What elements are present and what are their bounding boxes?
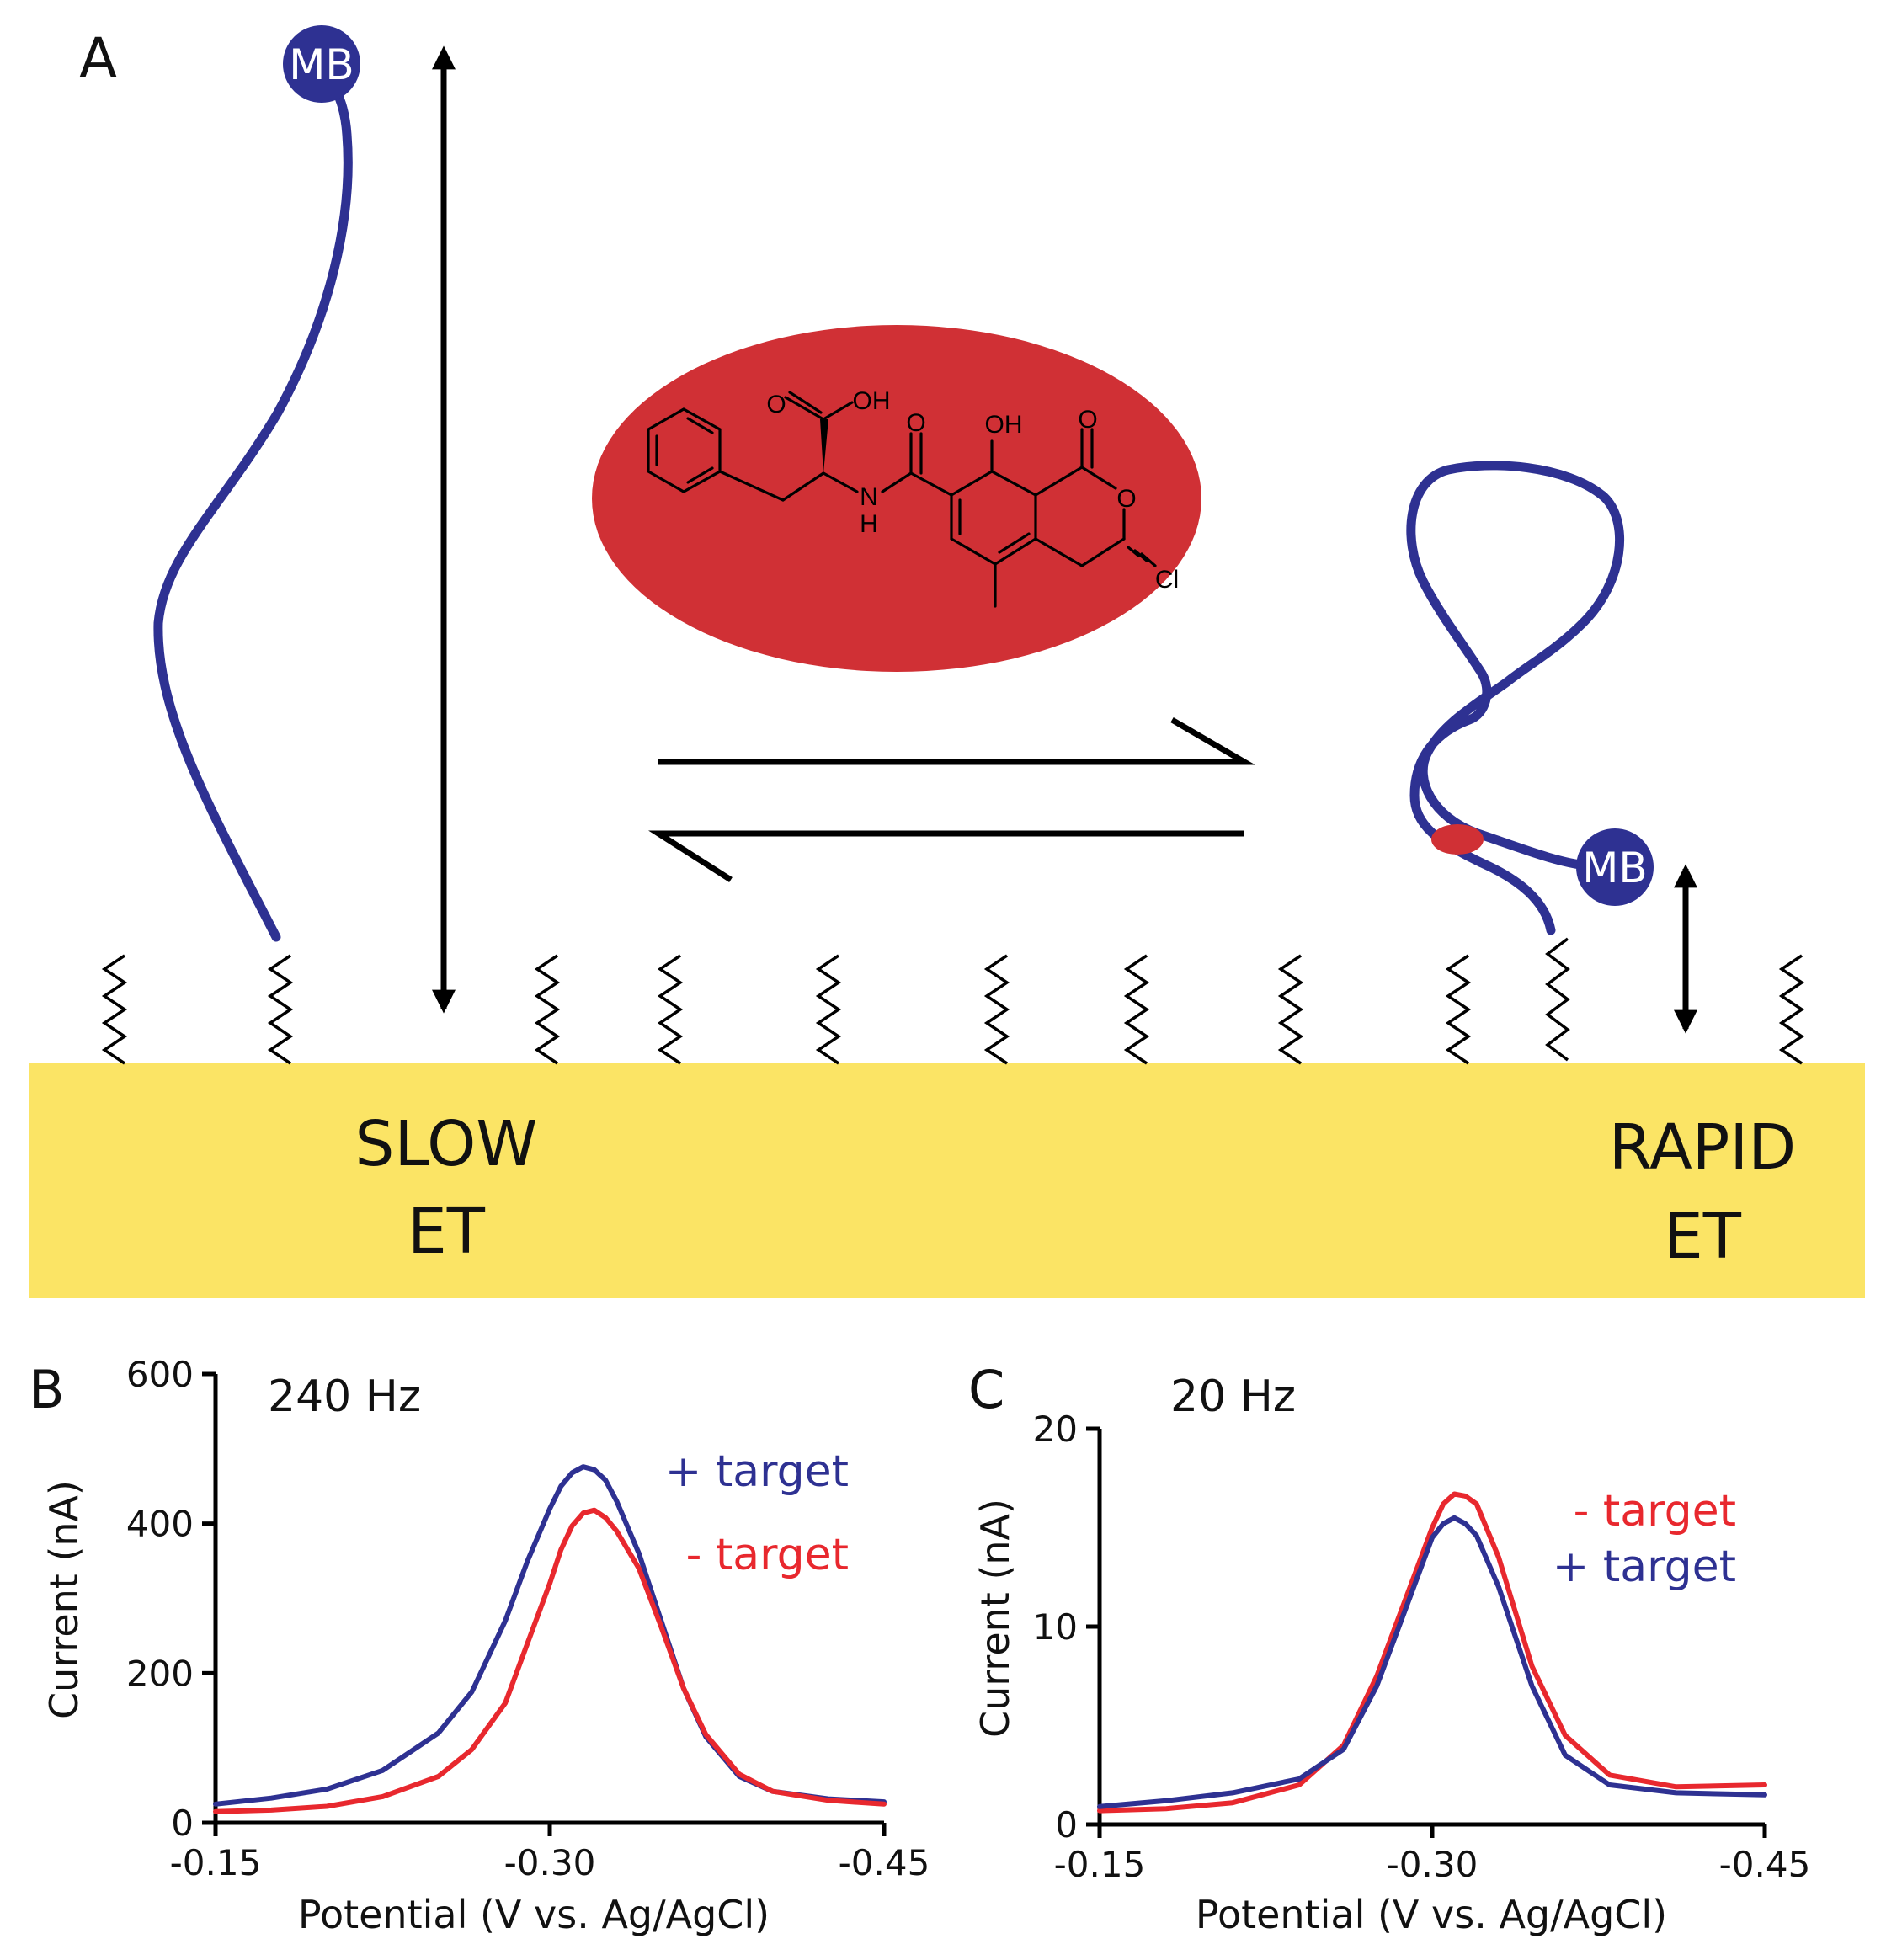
series-lines	[213, 1464, 887, 1814]
y-tick-label: 600	[126, 1354, 194, 1395]
thiol-chain	[815, 954, 842, 1065]
atom-label: OH	[853, 387, 891, 415]
atom-label: O	[1078, 406, 1097, 434]
folded-aptamer	[1406, 461, 1624, 935]
thiol-chain	[1445, 954, 1472, 1065]
slow-et-line1: SLOW	[355, 1108, 538, 1180]
series-line	[213, 1507, 887, 1814]
monolayer	[101, 937, 1805, 1065]
panel-c-chart: C 20 Hz 0 10 20 -0.15 -0.30 -0.45 Potential (…	[968, 1359, 1810, 1937]
rapid-et-line2: ET	[1664, 1201, 1742, 1273]
x-axis-label: Potential (V vs. Ag/AgCl)	[1196, 1892, 1667, 1937]
y-tick-label: 200	[126, 1653, 194, 1694]
series-line	[1097, 1491, 1767, 1814]
series-line	[1097, 1515, 1767, 1809]
wedge-bond	[820, 419, 828, 473]
x-axis-label: Potential (V vs. Ag/AgCl)	[298, 1892, 770, 1937]
gold-electrode	[29, 1063, 1865, 1298]
atom-label: O	[906, 409, 925, 437]
atom-label: O	[1116, 485, 1136, 513]
y-tick-label: 400	[126, 1504, 194, 1545]
thiol-chain	[534, 954, 561, 1065]
thiol-chain	[983, 954, 1010, 1065]
thiol-chain	[267, 954, 294, 1065]
atom-label: O	[766, 391, 786, 418]
thiol-chain	[1545, 937, 1570, 1062]
panel-b-chart: B 240 Hz 0 200 400 600 -0.15 -0.30 -0.45 Poten…	[29, 1354, 930, 1937]
forward-arrow	[658, 716, 1255, 765]
methylene-blue-label: MB	[1582, 844, 1647, 892]
x-tick-label: -0.30	[1387, 1844, 1478, 1885]
methylene-blue-tag	[1576, 828, 1654, 906]
y-tick-label: 0	[171, 1803, 194, 1844]
series-lines	[1097, 1491, 1767, 1814]
rapid-et-line1: RAPID	[1609, 1111, 1796, 1184]
bound-target	[1431, 824, 1484, 855]
x-tick-label: -0.45	[839, 1842, 930, 1883]
frequency-label: 240 Hz	[268, 1371, 421, 1422]
atom-label: H	[860, 510, 878, 538]
y-tick-label: 20	[1033, 1409, 1078, 1450]
panel-a: A SLOW ET RAPID ET MB	[29, 25, 1865, 1298]
ochratoxin-structure: O OH N H O OH O O Cl	[647, 387, 1179, 608]
thiol-chain	[1123, 954, 1150, 1065]
y-tick-label: 0	[1055, 1804, 1078, 1845]
x-tick-label: -0.45	[1719, 1844, 1811, 1885]
legend-entry: - target	[1574, 1486, 1736, 1537]
thiol-chain	[1778, 954, 1805, 1065]
reverse-arrow	[648, 830, 1244, 882]
x-tick-label: -0.15	[170, 1842, 262, 1883]
panel-b-label: B	[29, 1359, 65, 1420]
y-axis-label: Current (nA)	[41, 1480, 87, 1719]
panel-c-label: C	[968, 1359, 1004, 1420]
x-tick-label: -0.30	[504, 1842, 596, 1883]
panel-a-label: A	[79, 26, 117, 91]
legend-entry: + target	[1553, 1542, 1736, 1592]
thiol-chain	[1277, 954, 1304, 1065]
thiol-chain	[657, 954, 684, 1065]
y-tick-label: 10	[1033, 1606, 1078, 1648]
atom-label: N	[860, 483, 878, 511]
y-axis-label: Current (nA)	[972, 1499, 1018, 1738]
slow-et-line2: ET	[408, 1196, 486, 1268]
legend-entry: - target	[686, 1530, 849, 1580]
equilibrium-arrows	[648, 716, 1255, 882]
frequency-label: 20 Hz	[1170, 1371, 1296, 1422]
atom-label: OH	[985, 411, 1023, 439]
x-tick-label: -0.15	[1054, 1844, 1146, 1885]
target-molecule-bubble	[592, 325, 1201, 672]
methylene-blue-tag	[283, 25, 360, 103]
methylene-blue-label: MB	[289, 40, 354, 89]
axis-ticks: 0 10 20 -0.15 -0.30 -0.45	[1033, 1409, 1811, 1885]
atom-label: Cl	[1155, 566, 1179, 594]
legend-entry: + target	[665, 1446, 849, 1497]
axis-ticks: 0 200 400 600 -0.15 -0.30 -0.45	[126, 1354, 930, 1883]
series-line	[213, 1464, 887, 1807]
unfolded-aptamer	[153, 79, 353, 942]
thiol-chain	[101, 954, 128, 1065]
